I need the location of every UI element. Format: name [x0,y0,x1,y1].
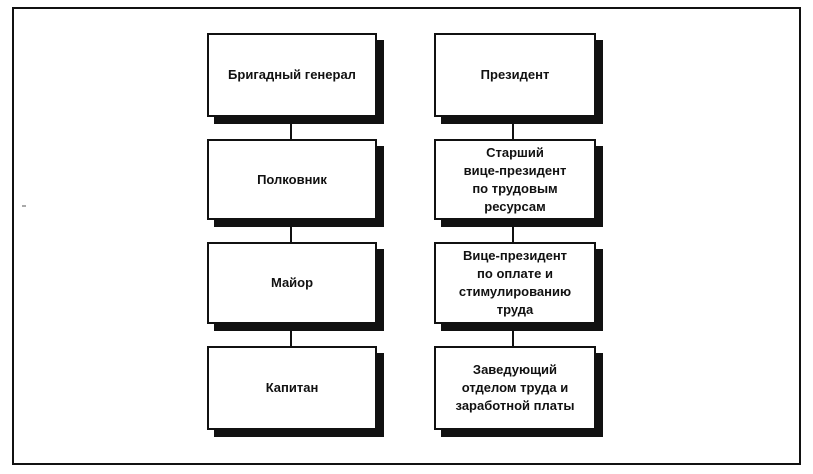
box-head-labor-dept: Заведующий отделом труда и заработной пл… [434,346,596,430]
connector-right-2 [512,220,514,242]
box-colonel: Полковник [207,139,377,220]
connector-right-1 [512,117,514,139]
box-brigadier-general: Бригадный генерал [207,33,377,117]
box-captain: Капитан [207,346,377,430]
box-captain-label: Капитан [265,380,319,395]
box-colonel-label: Полковник [257,171,327,187]
box-vp-compensation: Вице-президент по оплате и стимулировани… [434,242,596,324]
box-senior-vp-hr: Старший вице-президент по трудовым ресур… [434,139,596,220]
box-brigadier-general-label: Бригадный генерал [228,67,356,82]
box-major: Майор [207,242,377,324]
connector-left-1 [290,117,292,139]
box-vp-compensation-label: Вице-президент по оплате и стимулировани… [458,248,572,317]
diagram-frame [12,7,801,465]
box-head-labor-dept-label: Заведующий отделом труда и заработной пл… [455,362,575,413]
box-president-label: Президент [480,67,550,82]
box-president: Президент [434,33,596,117]
box-major-label: Майор [270,275,314,290]
box-senior-vp-hr-label: Старший вице-президент по трудовым ресур… [463,144,567,214]
connector-left-2 [290,220,292,242]
connector-right-3 [512,324,514,346]
connector-left-3 [290,324,292,346]
scan-mark [22,205,26,207]
